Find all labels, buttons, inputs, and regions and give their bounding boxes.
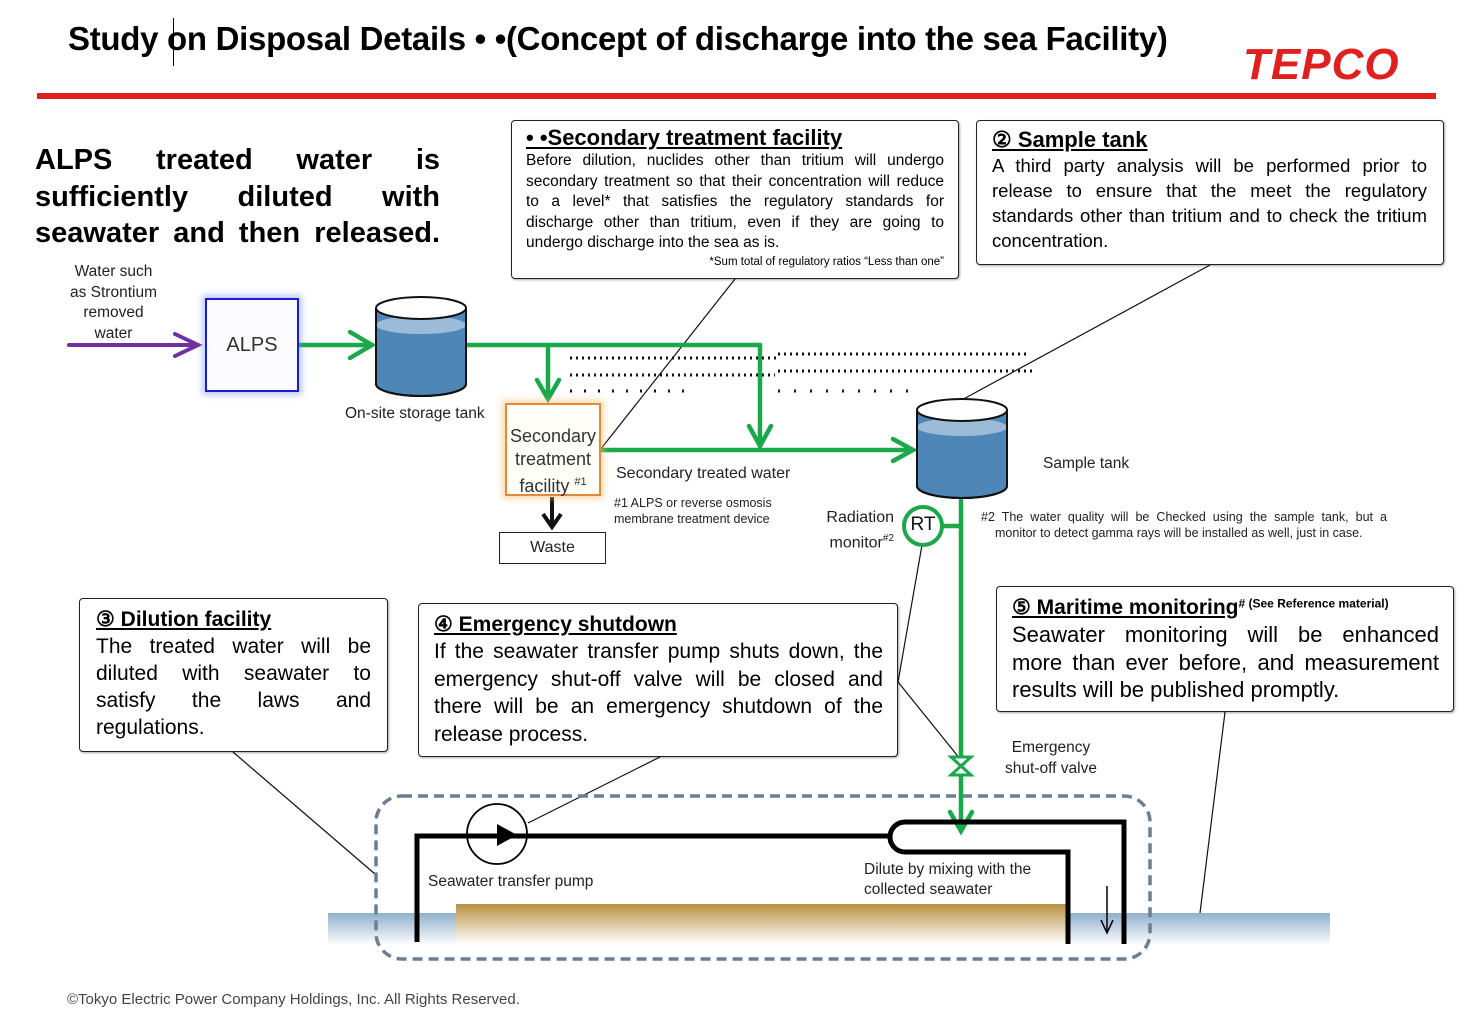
footnote-2: #2 The water quality will be Checked usi…: [981, 510, 1387, 540]
header-divider: [37, 93, 1436, 99]
leader-lines: [232, 264, 1226, 914]
footnote-ref-1: #1: [574, 476, 587, 488]
input-water-label: Water such as Strontium removed water: [69, 263, 157, 342]
sample-tank-label: Sample tank: [1043, 455, 1130, 472]
secondary-facility-label: Secondary treatment facility: [509, 426, 597, 496]
sample-tank-icon: [916, 398, 1008, 499]
leader-secondary: [599, 278, 736, 451]
callout-sample-tank: ② Sample tank A third party analysis wil…: [976, 120, 1444, 265]
tepco-logo: TEPCO: [1243, 40, 1400, 89]
callout-heading: ⑤ Maritime monitoring: [1012, 596, 1239, 619]
leader-dilution: [232, 751, 376, 875]
callout-heading: • •Secondary treatment facility: [526, 125, 843, 150]
leader-maritime: [1199, 711, 1226, 914]
storage-tank-icon: [375, 296, 467, 397]
callout-body: The treated water will be diluted with s…: [96, 635, 371, 739]
callout-dilution-facility: ③ Dilution facility The treated water wi…: [79, 598, 388, 752]
pump-label: Seawater transfer pump: [428, 873, 594, 890]
valve-label: Emergency shut-off valve: [1005, 739, 1097, 777]
alps-unit: ALPS: [205, 298, 299, 392]
callout-body: If the seawater transfer pump shuts down…: [434, 640, 883, 746]
ground-area: [456, 904, 1069, 944]
seawater-pump-icon: [466, 803, 528, 865]
leader-rt: [897, 544, 923, 683]
callout-heading: ③ Dilution facility: [96, 608, 272, 631]
callout-body: A third party analysis will be performed…: [992, 155, 1427, 251]
secondary-water-label: Secondary treated water: [616, 465, 791, 482]
copyright-footer: ©Tokyo Electric Power Company Holdings, …: [67, 991, 520, 1008]
callout-emergency-shutdown: ④ Emergency shutdown If the seawater tra…: [418, 603, 898, 757]
callout-heading: ④ Emergency shutdown: [434, 613, 677, 636]
waste-box: Waste: [499, 532, 606, 564]
storage-tank-label: On-site storage tank: [345, 405, 485, 422]
callout-body: Seawater monitoring will be enhanced mor…: [1012, 622, 1439, 702]
leader-sample: [957, 264, 1211, 403]
radiation-monitor-label: Radiation monitor#2: [826, 509, 894, 552]
callout-secondary-treatment: • •Secondary treatment facility Before d…: [511, 120, 959, 279]
dilution-facility-boundary: [374, 794, 1152, 961]
dilute-label: Dilute by mixing with the collected seaw…: [864, 861, 1032, 898]
seawater-pipe: [414, 819, 1127, 944]
dotted-artifact: [570, 352, 1032, 393]
callout-maritime-monitoring: ⑤ Maritime monitoring# (See Reference ma…: [996, 586, 1454, 712]
text-cursor: [173, 18, 174, 66]
waste-arrow: [541, 497, 563, 531]
flow-lines: [297, 329, 975, 836]
callout-note: *Sum total of regulatory ratios “Less th…: [709, 255, 944, 268]
leader-valve: [897, 681, 966, 766]
alps-label: ALPS: [226, 333, 278, 356]
callout-heading: ② Sample tank: [992, 127, 1148, 152]
lead-statement: ALPS treated water is sufficiently dilut…: [35, 144, 440, 249]
discharge-down-arrow: [1100, 886, 1114, 935]
page-title: Study on Disposal Details • •(Concept of…: [68, 20, 1168, 57]
secondary-treatment-unit: Secondary treatment facility #1: [505, 403, 601, 496]
reference-note: # (See Reference material): [1238, 596, 1389, 611]
callout-body: Before dilution, nuclides other than tri…: [526, 152, 944, 251]
leader-emergency: [527, 756, 661, 824]
emergency-valve-icon: [947, 755, 975, 777]
footnote-1: #1 ALPS or reverse osmosis membrane trea…: [614, 496, 772, 526]
rt-label: RT: [910, 514, 936, 535]
input-arrow: [67, 332, 203, 358]
radiation-monitor-icon: [902, 505, 944, 547]
